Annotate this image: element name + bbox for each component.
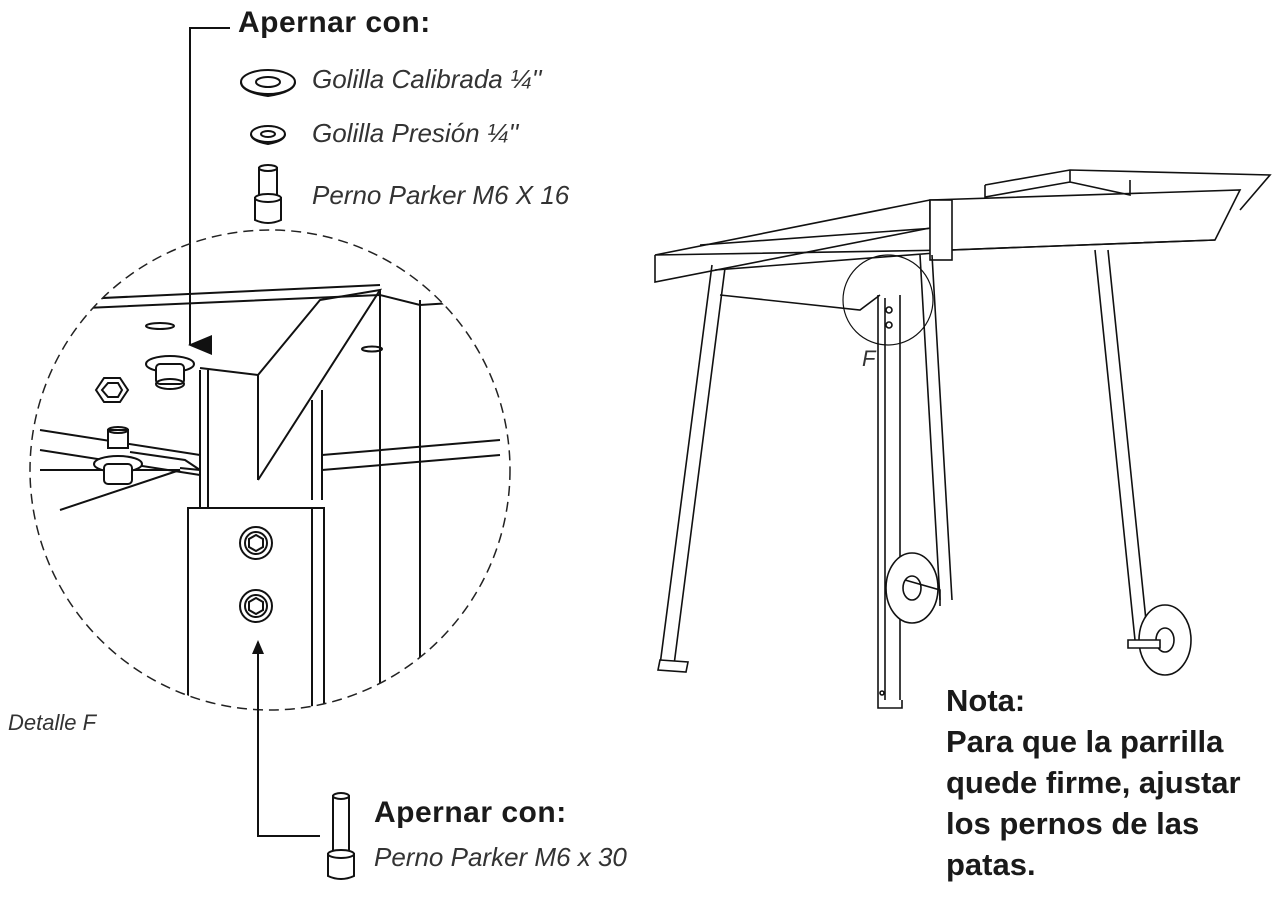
note-line: patas.: [946, 847, 1036, 882]
note-line: Para que la parrilla: [946, 724, 1224, 759]
bottom-leader-arrowhead: [252, 640, 264, 654]
lock-washer-icon: [250, 125, 286, 146]
flat-washer-icon: [240, 69, 296, 98]
top-callout-leader: [188, 27, 230, 355]
bottom-callout-leader: [257, 642, 320, 837]
long-bolt-label: Perno Parker M6 x 30: [374, 842, 627, 872]
note-line: quede firme, ajustar: [946, 765, 1241, 800]
lock-washer-label: Golilla Presión ¼'': [312, 118, 519, 148]
bolt-label: Perno Parker M6 X 16: [312, 180, 570, 210]
note-block: Nota: Para que la parrilla quede firme, …: [946, 680, 1241, 885]
bolt-icon: [254, 164, 282, 224]
grill-frame-drawing: [654, 169, 1272, 709]
bottom-callout-heading: Apernar con:: [374, 796, 567, 829]
flat-washer-label: Golilla Calibrada ¼'': [312, 64, 542, 94]
top-callout-heading: Apernar con:: [238, 6, 431, 39]
long-bolt-icon: [327, 792, 355, 880]
detail-label: Detalle F: [8, 710, 97, 735]
detail-f-view: [29, 229, 511, 711]
note-line: los pernos de las: [946, 806, 1200, 841]
note-title: Nota:: [946, 683, 1026, 718]
detail-marker-label: F: [862, 346, 876, 371]
